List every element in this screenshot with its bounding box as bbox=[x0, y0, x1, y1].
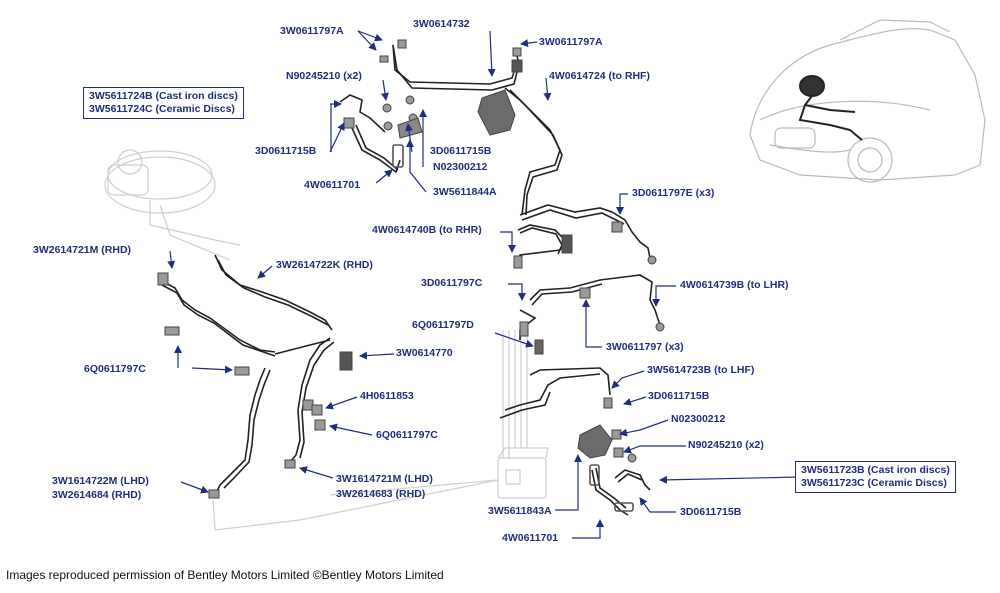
copyright-footer: Images reproduced permission of Bentley … bbox=[6, 568, 444, 582]
label-3d0611715b-left: 3D0611715B bbox=[255, 145, 317, 157]
label-4w0611701-bottom: 4W0611701 bbox=[502, 532, 559, 544]
leader-lines bbox=[167, 30, 801, 539]
label-4w0611701-top: 4W0611701 bbox=[304, 179, 361, 191]
label-6q0611797c-left: 6Q0611797C bbox=[84, 363, 146, 375]
label-3w5611724c: 3W5611724C (Ceramic Discs) bbox=[89, 103, 235, 115]
label-3d0611715b-mid: 3D0611715B bbox=[430, 145, 492, 157]
label-3w0611797-x3: 3W0611797 (x3) bbox=[606, 341, 684, 353]
label-n02300212-top: N02300212 bbox=[433, 161, 488, 173]
label-3w2614722k: 3W2614722K (RHD) bbox=[276, 259, 373, 271]
label-3w5611844a: 3W5611844A bbox=[433, 186, 497, 198]
label-6q0611797d: 6Q0611797D bbox=[412, 319, 474, 331]
brake-servo-ghost bbox=[104, 149, 241, 261]
label-3w5611723b: 3W5611723B (Cast iron discs) bbox=[801, 464, 950, 476]
label-3w0614770: 3W0614770 bbox=[396, 347, 453, 359]
fittings-left bbox=[157, 272, 353, 499]
fittings-top bbox=[343, 39, 523, 139]
label-box-3w5611724: 3W5611724B (Cast iron discs) 3W5611724C … bbox=[83, 87, 244, 119]
label-n02300212-lower: N02300212 bbox=[671, 413, 726, 425]
label-3w0614732: 3W0614732 bbox=[413, 18, 470, 30]
car-brake-lines bbox=[798, 75, 863, 141]
label-4w0614739b: 4W0614739B (to LHR) bbox=[680, 279, 789, 291]
pipes-right bbox=[499, 204, 661, 419]
label-3w5611724b: 3W5611724B (Cast iron discs) bbox=[89, 90, 238, 102]
car-thumbnail bbox=[749, 19, 986, 183]
pipes-lower-right bbox=[589, 464, 651, 516]
label-n90245210-top: N90245210 (x2) bbox=[286, 70, 362, 82]
pipes-left bbox=[159, 254, 335, 496]
label-3d0611715b-lower: 3D0611715B bbox=[648, 390, 710, 402]
label-3w2614684: 3W2614684 (RHD) bbox=[52, 489, 142, 501]
label-3d0611797c: 3D0611797C bbox=[421, 277, 483, 289]
label-3d0611715b-bottom: 3D0611715B bbox=[680, 506, 742, 518]
fittings-right bbox=[513, 221, 665, 463]
label-3w1614722m: 3W1614722M (LHD) bbox=[52, 475, 149, 487]
label-3w5614723b: 3W5614723B (to LHF) bbox=[647, 364, 755, 376]
label-4w0614740b: 4W0614740B (to RHR) bbox=[372, 224, 482, 236]
label-6q0611797c-lower: 6Q0611797C bbox=[376, 429, 438, 441]
label-3w5611843a: 3W5611843A bbox=[488, 505, 552, 517]
label-3d0611797e: 3D0611797E (x3) bbox=[632, 187, 715, 199]
label-3w0611797a-right: 3W0611797A bbox=[539, 36, 603, 48]
label-box-3w5611723: 3W5611723B (Cast iron discs) 3W5611723C … bbox=[795, 461, 956, 493]
label-4w0614724: 4W0614724 (to RHF) bbox=[549, 70, 650, 82]
label-3w2614683: 3W2614683 (RHD) bbox=[336, 488, 426, 500]
label-n90245210-lower: N90245210 (x2) bbox=[688, 439, 764, 451]
label-4h0611853: 4H0611853 bbox=[360, 390, 414, 402]
abs-unit-ghost bbox=[212, 330, 549, 531]
label-3w0611797a-top: 3W0611797A bbox=[280, 25, 344, 37]
label-3w5611723c: 3W5611723C (Ceramic Discs) bbox=[801, 477, 947, 489]
label-3w2614721m: 3W2614721M (RHD) bbox=[33, 244, 132, 256]
label-3w1614721m: 3W1614721M (LHD) bbox=[336, 473, 433, 485]
